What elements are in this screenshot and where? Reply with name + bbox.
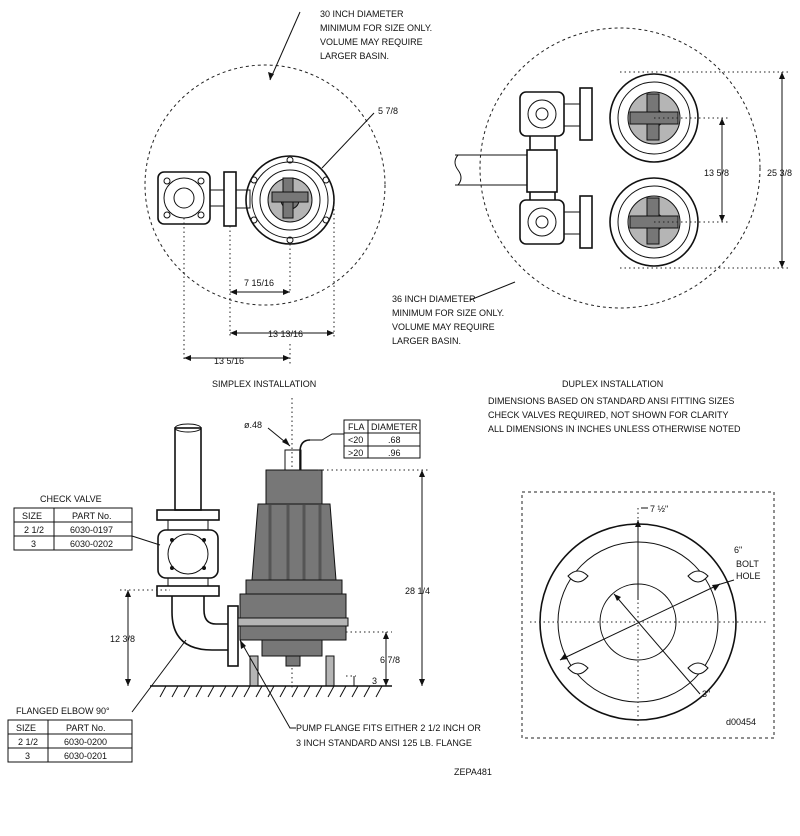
- simplex-discharge-flange: [157, 171, 211, 225]
- flanged-elbow-part-header: PART No.: [66, 723, 106, 733]
- bolt-hole-label-1: 6": [734, 545, 742, 555]
- flanged-elbow-size-2: 3: [25, 751, 30, 761]
- pump-elevation: [237, 439, 349, 687]
- dim-28-1-4-label: 28 1/4: [405, 586, 430, 596]
- simplex-note-line-2: MINIMUM FOR SIZE ONLY.: [320, 23, 432, 33]
- check-valve-part-header: PART No.: [72, 511, 112, 521]
- check-valve-title: CHECK VALVE: [40, 494, 102, 504]
- fla-row-1: <20: [348, 435, 363, 445]
- fla-header: FLA: [348, 422, 365, 432]
- check-valve-size-2: 3: [31, 539, 36, 549]
- duplex-note-units: ALL DIMENSIONS IN INCHES UNLESS OTHERWIS…: [488, 424, 741, 434]
- flanged-elbow-title: FLANGED ELBOW 90°: [16, 706, 110, 716]
- diameter-row-1: .68: [388, 435, 401, 445]
- simplex-note-line-1: 30 INCH DIAMETER: [320, 9, 404, 19]
- check-valve-part-2: 6030-0202: [70, 539, 113, 549]
- dim-13-5-16-label: 13 5/16: [214, 356, 244, 366]
- simplex-note-line-4: LARGER BASIN.: [320, 51, 389, 61]
- pump-flange-note-line-1: PUMP FLANGE FITS EITHER 2 1/2 INCH OR: [296, 723, 481, 733]
- duplex-note-dimensions: DIMENSIONS BASED ON STANDARD ANSI FITTIN…: [488, 396, 734, 406]
- bolt-hole-label-3: HOLE: [736, 571, 761, 581]
- check-valve-body: [157, 529, 219, 579]
- flanged-elbow-table: FLANGED ELBOW 90° SIZE PART No. 2 1/2 60…: [7, 706, 133, 763]
- flanged-elbow: [171, 596, 228, 651]
- drawing-code-d00454: d00454: [726, 717, 756, 727]
- simplex-note-line-3: VOLUME MAY REQUIRE: [320, 37, 423, 47]
- dim-dia-48-label: ø.48: [244, 420, 262, 430]
- dim-7-15-16-label: 7 15/16: [244, 278, 274, 288]
- dim-6-7-8-label: 6 7/8: [380, 655, 400, 665]
- duplex-note-line-3: VOLUME MAY REQUIRE: [392, 322, 495, 332]
- duplex-note-line-2: MINIMUM FOR SIZE ONLY.: [392, 308, 504, 318]
- drawing-code-zepa: ZEPA481: [454, 767, 492, 777]
- flange-detail: 7 ½" 6" BOLT HOLE 3" d00454: [521, 491, 775, 739]
- dim-3-label: 3: [372, 676, 377, 686]
- duplex-note-line-4: LARGER BASIN.: [392, 336, 461, 346]
- simplex-pump-top-view: [245, 155, 335, 245]
- duplex-note-line-1: 36 INCH DIAMETER: [392, 294, 476, 304]
- duplex-title: DUPLEX INSTALLATION: [562, 379, 663, 389]
- bolt-hole-label-2: BOLT: [736, 559, 759, 569]
- diameter-row-2: .96: [388, 448, 401, 458]
- dim-13-5-8-label: 13 5/8: [704, 168, 729, 178]
- riser-pipe: [174, 427, 202, 511]
- simplex-plan-view: 30 INCH DIAMETER MINIMUM FOR SIZE ONLY. …: [144, 9, 432, 389]
- check-valve-table: CHECK VALVE SIZE PART No. 2 1/2 6030-019…: [13, 494, 133, 551]
- duplex-plan-view: 13 5/8 25 3/8 36 INCH DIAMETER MINIMUM F…: [392, 27, 792, 434]
- diameter-header: DIAMETER: [371, 422, 418, 432]
- flanged-elbow-size-header: SIZE: [16, 723, 36, 733]
- dim-3in-label: 3": [702, 689, 710, 699]
- check-valve-size-header: SIZE: [22, 511, 42, 521]
- flange-detail-frame: [521, 491, 775, 739]
- fla-row-2: >20: [348, 448, 363, 458]
- elevation-view: ø.48 FLA DIAMETER <20 .68 >20 .96 CHECK …: [7, 398, 492, 777]
- simplex-basin-circle: [144, 64, 386, 306]
- duplex-note-check-valves: CHECK VALVES REQUIRED, NOT SHOWN FOR CLA…: [488, 410, 729, 420]
- dim-25-3-8-label: 25 3/8: [767, 168, 792, 178]
- pump-flange-note-line-2: 3 INCH STANDARD ANSI 125 LB. FLANGE: [296, 738, 472, 748]
- check-valve-part-1: 6030-0197: [70, 525, 113, 535]
- flanged-elbow-part-2: 6030-0201: [64, 751, 107, 761]
- dim-7-half-label: 7 ½": [650, 504, 668, 514]
- fla-diameter-table: FLA DIAMETER <20 .68 >20 .96: [343, 419, 421, 459]
- flanged-elbow-part-1: 6030-0200: [64, 737, 107, 747]
- dim-12-3-8-label: 12 3/8: [110, 634, 135, 644]
- dim-5-7-8-label: 5 7/8: [378, 106, 398, 116]
- check-valve-size-1: 2 1/2: [24, 525, 44, 535]
- dim-13-13-16-label: 13 13/16: [268, 329, 303, 339]
- duplex-basin-circle: [479, 27, 761, 309]
- dim-5-7-8-leader: [321, 112, 375, 169]
- simplex-title: SIMPLEX INSTALLATION: [212, 379, 316, 389]
- simplex-note-leader: [269, 11, 301, 81]
- flanged-elbow-size-1: 2 1/2: [18, 737, 38, 747]
